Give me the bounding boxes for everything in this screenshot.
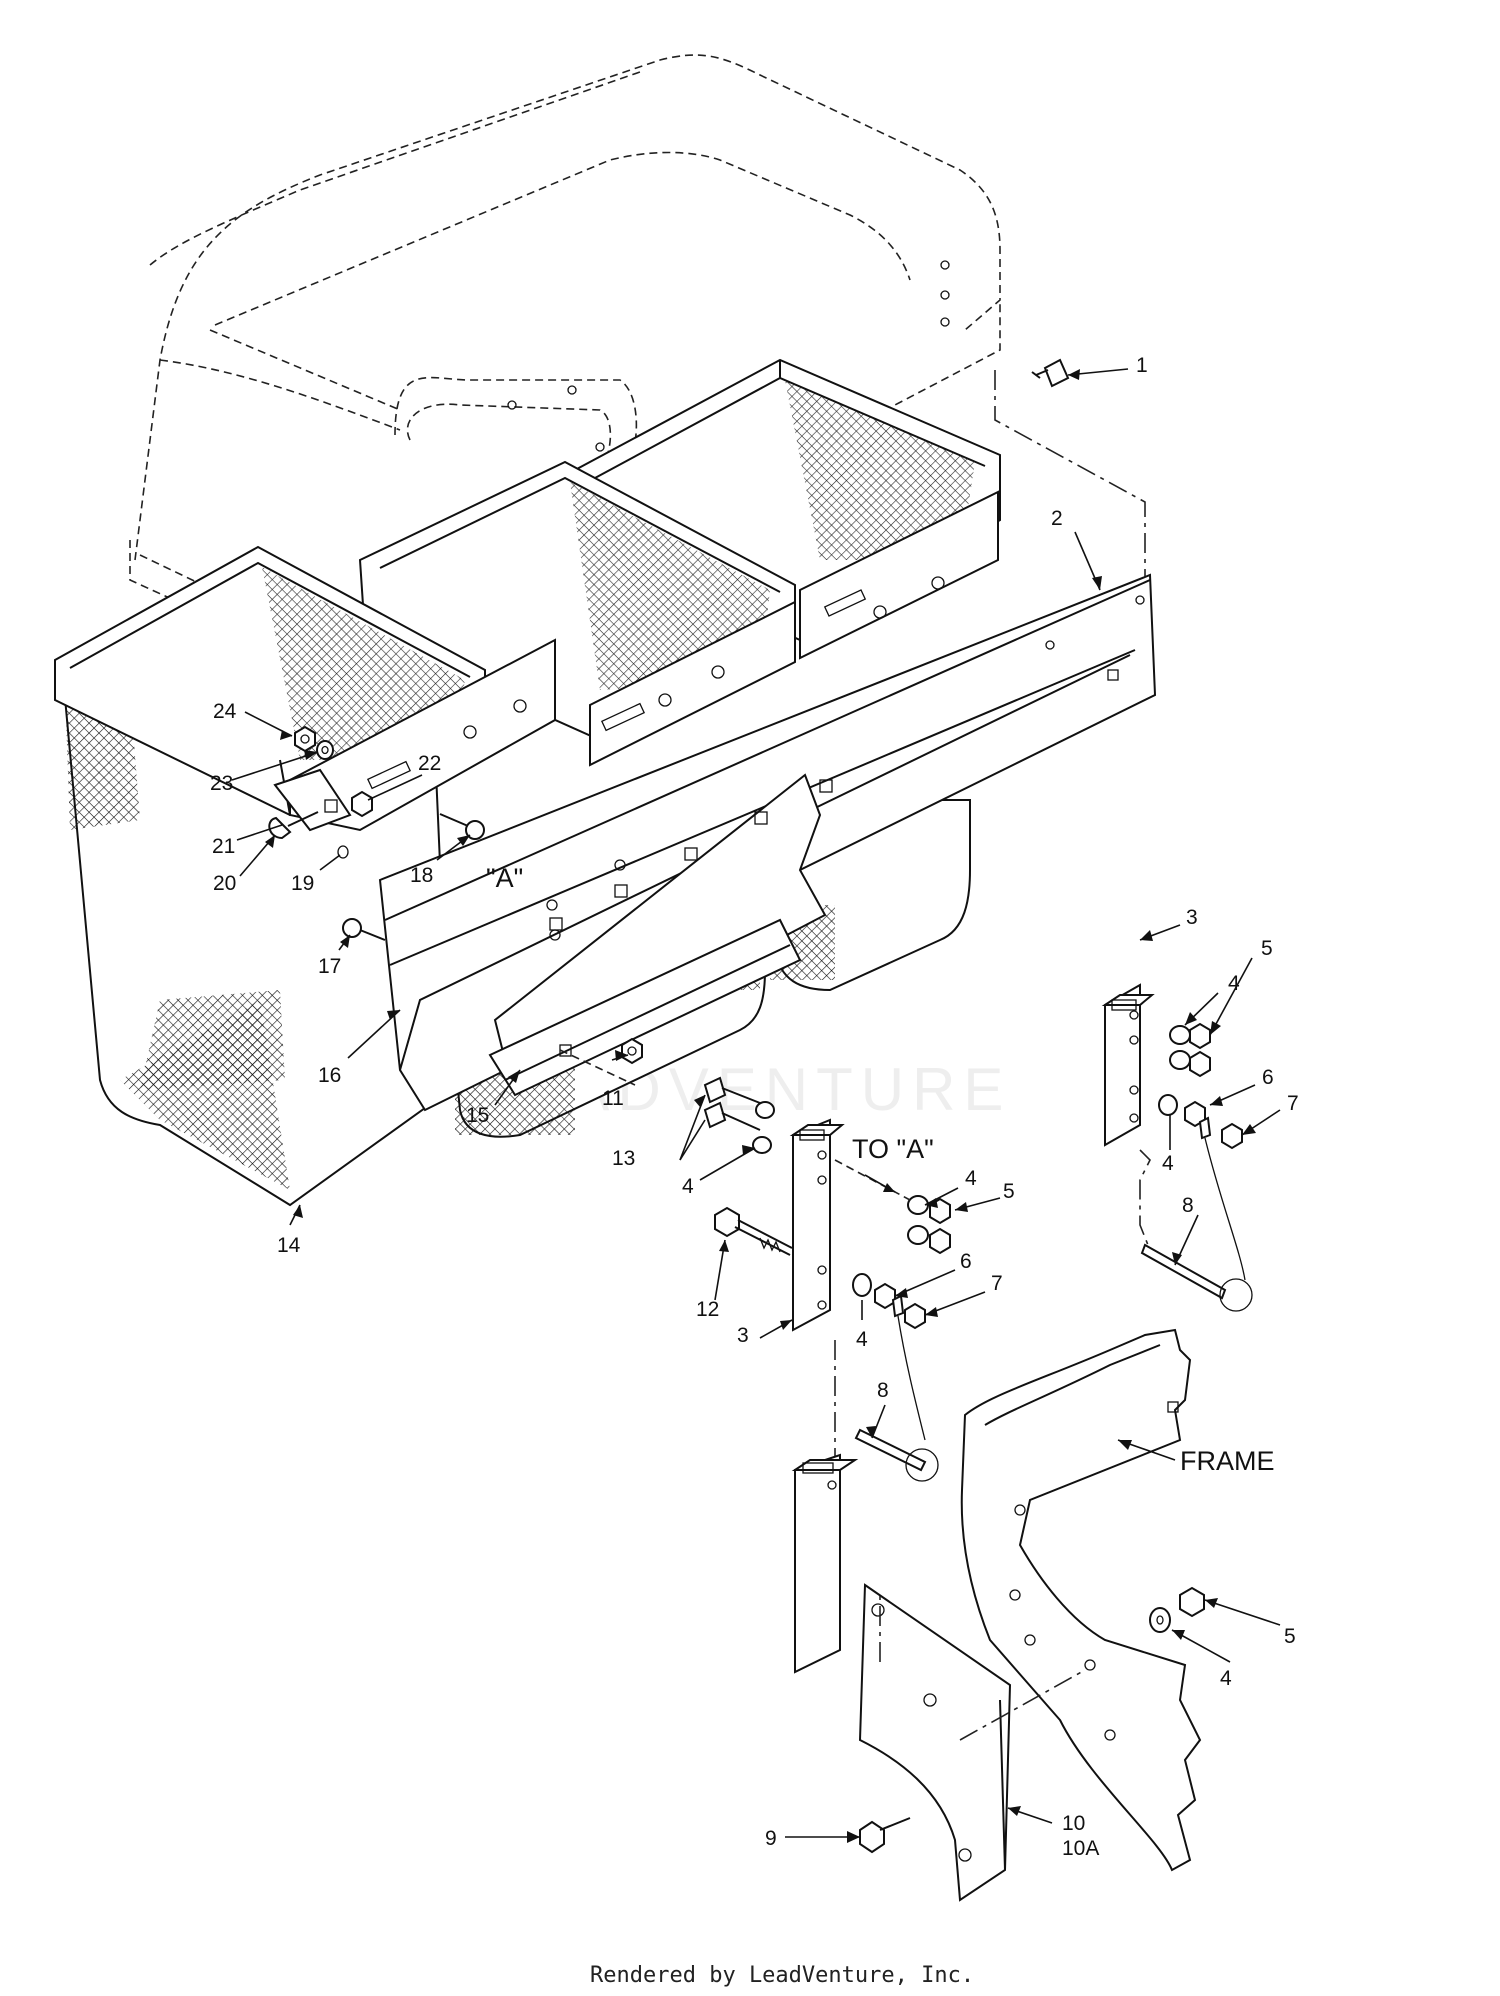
label-19: 19 — [291, 872, 314, 895]
label-4: 4 — [965, 1167, 977, 1190]
label-6: 6 — [960, 1250, 972, 1273]
label-15: 15 — [466, 1104, 489, 1127]
upright-tube-center — [703, 1076, 951, 1482]
label-7: 7 — [991, 1272, 1003, 1295]
label-10a: 10A — [1062, 1837, 1099, 1860]
mounting-angle — [378, 573, 1157, 1112]
label-5: 5 — [1261, 937, 1273, 960]
label-3: 3 — [1186, 906, 1198, 929]
label-23: 23 — [210, 772, 233, 795]
label-5: 5 — [1003, 1180, 1015, 1203]
label-4: 4 — [1220, 1667, 1232, 1690]
label-13: 13 — [612, 1147, 635, 1170]
leader-lines — [231, 368, 1281, 1838]
label-frame: FRAME — [1180, 1446, 1275, 1476]
footer-credit: Rendered by LeadVenture, Inc. — [590, 1963, 974, 1988]
label-7: 7 — [1287, 1092, 1299, 1115]
upright-tube-right — [1101, 983, 1253, 1312]
label-6: 6 — [1262, 1066, 1274, 1089]
label-12: 12 — [696, 1298, 719, 1321]
arrowheads — [265, 369, 1256, 1843]
label-8: 8 — [1182, 1194, 1194, 1217]
label-3: 3 — [737, 1324, 749, 1347]
label-10: 10 — [1062, 1812, 1085, 1835]
phantom-line-rivet — [994, 370, 1146, 600]
part-labels: 1 2 3 4 5 6 7 4 8 13 4 TO "A" 4 5 12 3 4… — [210, 354, 1299, 1860]
label-16: 16 — [318, 1064, 341, 1087]
bag-latch-hardware — [268, 725, 643, 1065]
label-8: 8 — [877, 1379, 889, 1402]
label-9: 9 — [765, 1827, 777, 1850]
label-22: 22 — [418, 752, 441, 775]
label-to-a: TO "A" — [852, 1134, 934, 1164]
label-1: 1 — [1136, 354, 1148, 377]
label-5: 5 — [1284, 1625, 1296, 1648]
label-17: 17 — [318, 955, 341, 978]
label-20: 20 — [213, 872, 236, 895]
label-11: 11 — [602, 1087, 624, 1110]
label-4: 4 — [856, 1328, 868, 1351]
label-24: 24 — [213, 700, 237, 723]
label-ref-a: "A" — [486, 863, 523, 893]
label-2: 2 — [1051, 507, 1063, 530]
tractor-frame — [959, 1328, 1205, 1872]
bag-support-channel — [488, 918, 802, 1097]
label-4: 4 — [1162, 1152, 1174, 1175]
label-21: 21 — [212, 835, 235, 858]
label-4: 4 — [1228, 972, 1240, 995]
label-4: 4 — [682, 1175, 694, 1198]
label-14: 14 — [277, 1234, 301, 1257]
label-18: 18 — [410, 864, 433, 887]
frame-bracket — [791, 1453, 1012, 1902]
rivet — [1031, 358, 1070, 388]
